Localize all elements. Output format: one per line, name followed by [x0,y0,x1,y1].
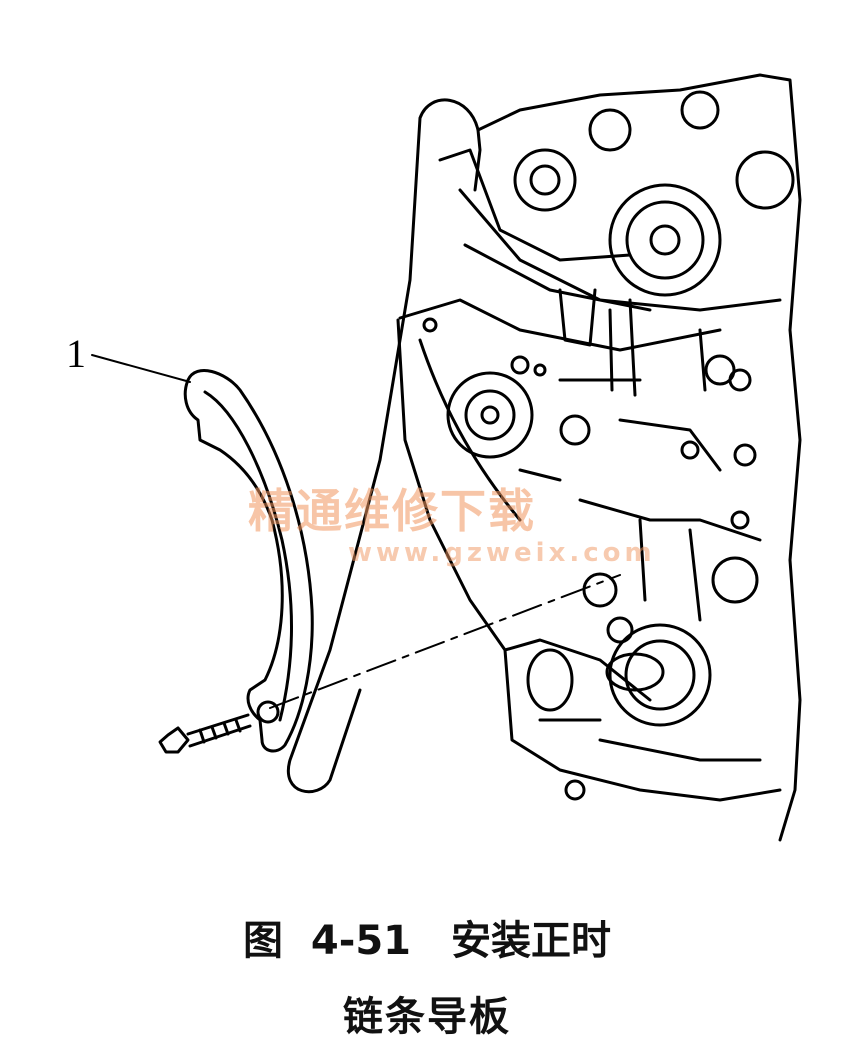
timing-chain-loop [286,98,482,794]
figure-caption-line-2: 链条导板 [343,994,511,1040]
camshaft-sprocket-left [513,148,577,212]
camshaft-sprocket-right [608,183,722,297]
callout-leader-line [91,354,191,383]
idler-pulley [446,371,534,459]
figure-caption-line-1: 图 4-51 安装正时 [242,918,612,964]
timing-chain-guide [183,369,314,753]
alignment-centerline [269,574,621,709]
engine-block-outline [398,73,802,842]
engine-timing-diagram [91,73,802,842]
crankshaft-sprocket [608,623,712,727]
callout-number-1: 1 [66,331,86,376]
guide-bolt [158,713,252,754]
